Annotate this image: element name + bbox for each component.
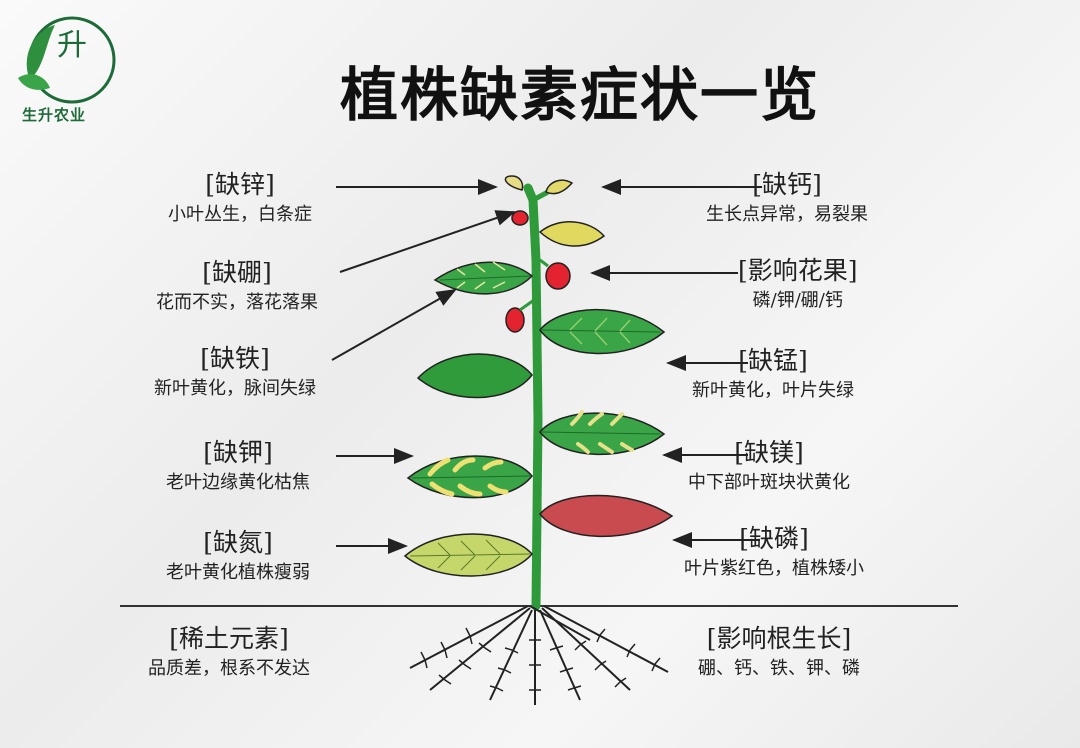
- label-magnesium-desc: 中下部叶斑块状黄化: [688, 472, 850, 493]
- leaf-yellow-top: [538, 221, 606, 247]
- page-title: 植株缺素症状一览: [340, 61, 821, 129]
- leaf-nitrogen: [403, 533, 534, 577]
- zinc-bud-leaf: [504, 175, 524, 191]
- label-phosphorus: [缺磷] 叶片紫红色，植株矮小: [684, 526, 864, 582]
- label-rare-earth: [稀土元素] 品质差，根系不发达: [148, 626, 310, 682]
- fruit-lower: [505, 298, 535, 333]
- roots: [409, 605, 669, 705]
- label-iron-desc: 新叶黄化，脉间失绿: [154, 378, 316, 399]
- label-magnesium: [缺镁] 中下部叶斑块状黄化: [688, 440, 850, 496]
- label-rare-earth-head: [稀土元素]: [169, 624, 289, 653]
- label-nitrogen: [缺氮] 老叶黄化植株瘦弱: [166, 530, 310, 586]
- plant-stem-branch: [531, 189, 550, 203]
- label-phosphorus-head: [缺磷]: [739, 524, 809, 553]
- label-iron: [缺铁] 新叶黄化，脉间失绿: [154, 346, 316, 402]
- label-root-growth-desc: 硼、钙、铁、钾、磷: [698, 658, 860, 679]
- label-calcium: [缺钙] 生长点异常，易裂果: [706, 172, 868, 228]
- leaf-phosphorus: [539, 494, 674, 538]
- label-manganese-desc: 新叶黄化，叶片失绿: [692, 380, 854, 401]
- arrow-iron: [331, 289, 457, 361]
- logo-icon: 升: [18, 16, 116, 104]
- label-zinc-head: [缺锌]: [205, 170, 275, 199]
- label-flower-fruit-desc: 磷/钾/硼/钙: [752, 290, 843, 311]
- label-boron: [缺硼] 花而不实，落花落果: [156, 260, 318, 316]
- label-nitrogen-head: [缺氮]: [203, 528, 273, 557]
- fruit-middle: [539, 258, 571, 290]
- label-boron-head: [缺硼]: [202, 258, 272, 287]
- label-zinc: [缺锌] 小叶丛生，白条症: [168, 172, 312, 228]
- label-boron-desc: 花而不实，落花落果: [156, 292, 318, 313]
- label-calcium-head: [缺钙]: [752, 170, 822, 199]
- root-hairs: [420, 627, 661, 692]
- label-calcium-desc: 生长点异常，易裂果: [706, 204, 868, 225]
- leaf-iron: [416, 353, 533, 399]
- logo-mark-text: 升: [57, 28, 87, 63]
- label-magnesium-head: [缺镁]: [734, 438, 804, 467]
- label-root-growth: [影响根生长] 硼、钙、铁、钾、磷: [698, 626, 860, 682]
- arrows: [331, 179, 762, 554]
- label-rare-earth-desc: 品质差，根系不发达: [148, 658, 310, 679]
- fruit-top: [511, 210, 529, 226]
- label-potassium-head: [缺钾]: [203, 438, 273, 467]
- label-nitrogen-desc: 老叶黄化植株瘦弱: [166, 562, 310, 583]
- plant-stem: [523, 183, 543, 611]
- calcium-bud-leaf: [545, 179, 574, 195]
- label-manganese-head: [缺锰]: [738, 346, 808, 375]
- label-manganese: [缺锰] 新叶黄化，叶片失绿: [692, 348, 854, 404]
- label-phosphorus-desc: 叶片紫红色，植株矮小: [684, 558, 864, 579]
- leaf-flower-fruit: [539, 308, 666, 355]
- label-flower-fruit-head: [影响花果]: [738, 256, 858, 285]
- leaf-potassium: [406, 455, 533, 499]
- leaf-manganese: [539, 410, 666, 456]
- label-iron-head: [缺铁]: [200, 344, 270, 373]
- arrow-boron: [339, 210, 516, 273]
- leaf-boron: [433, 261, 534, 295]
- label-zinc-desc: 小叶丛生，白条症: [168, 204, 312, 225]
- label-flower-fruit: [影响花果] 磷/钾/硼/钙: [738, 258, 858, 314]
- logo-name: 生升农业: [22, 106, 87, 124]
- label-root-growth-head: [影响根生长]: [706, 624, 852, 653]
- label-potassium: [缺钾] 老叶边缘黄化枯焦: [166, 440, 310, 496]
- label-potassium-desc: 老叶边缘黄化枯焦: [166, 472, 310, 493]
